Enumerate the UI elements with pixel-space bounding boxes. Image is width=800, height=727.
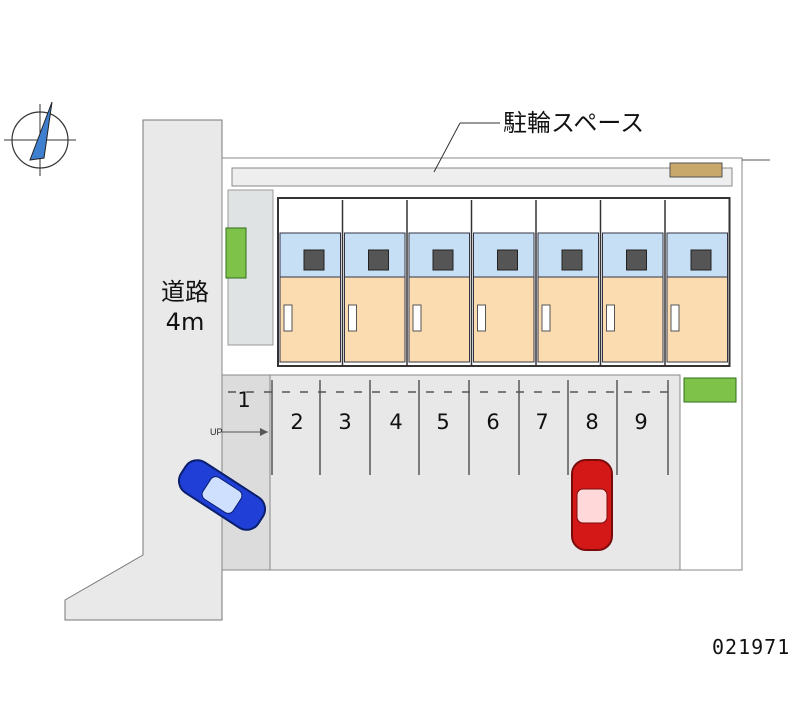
road-width: 4m bbox=[165, 308, 205, 336]
parking-space-7: 7 bbox=[535, 410, 549, 434]
unit-kitchen bbox=[432, 249, 454, 271]
unit-closet bbox=[348, 304, 357, 332]
unit-closet bbox=[477, 304, 486, 332]
unit-kitchen bbox=[690, 249, 712, 271]
compass-icon bbox=[4, 101, 76, 176]
planter-left bbox=[225, 227, 247, 279]
unit-kitchen bbox=[626, 249, 647, 271]
planter-right bbox=[683, 377, 737, 403]
bicycle-space-label: 駐輪スペース bbox=[503, 109, 645, 137]
unit-kitchen bbox=[497, 249, 518, 271]
unit-closet bbox=[412, 304, 422, 332]
unit-closet bbox=[283, 304, 293, 332]
parking-space-3: 3 bbox=[338, 410, 352, 434]
unit-kitchen bbox=[368, 249, 389, 271]
entrance-label: UP bbox=[210, 427, 223, 437]
road bbox=[64, 119, 223, 621]
unit-closet bbox=[606, 304, 615, 332]
unit-room bbox=[344, 276, 406, 363]
parking-space-2: 2 bbox=[290, 410, 304, 434]
parking-space-1: 1 bbox=[237, 388, 251, 412]
bicycle-strip bbox=[231, 167, 733, 187]
bicycle-rack bbox=[669, 162, 723, 178]
blue-car bbox=[177, 459, 267, 531]
road-label: 道路 4m bbox=[150, 277, 220, 337]
parking-dividers bbox=[228, 380, 676, 475]
parking-space-6: 6 bbox=[486, 410, 500, 434]
parking-space-4: 4 bbox=[389, 410, 403, 434]
parking-space-8: 8 bbox=[585, 410, 599, 434]
unit-closet bbox=[541, 304, 551, 332]
property-code: 021971 bbox=[712, 635, 791, 659]
parking-space-9: 9 bbox=[634, 410, 648, 434]
apartment-building bbox=[277, 197, 731, 367]
unit-closet bbox=[670, 304, 680, 332]
unit-kitchen bbox=[561, 249, 583, 271]
road-name: 道路 bbox=[161, 278, 209, 306]
red-car bbox=[571, 459, 613, 551]
parking-space-5: 5 bbox=[436, 410, 450, 434]
unit-kitchen bbox=[303, 249, 325, 271]
